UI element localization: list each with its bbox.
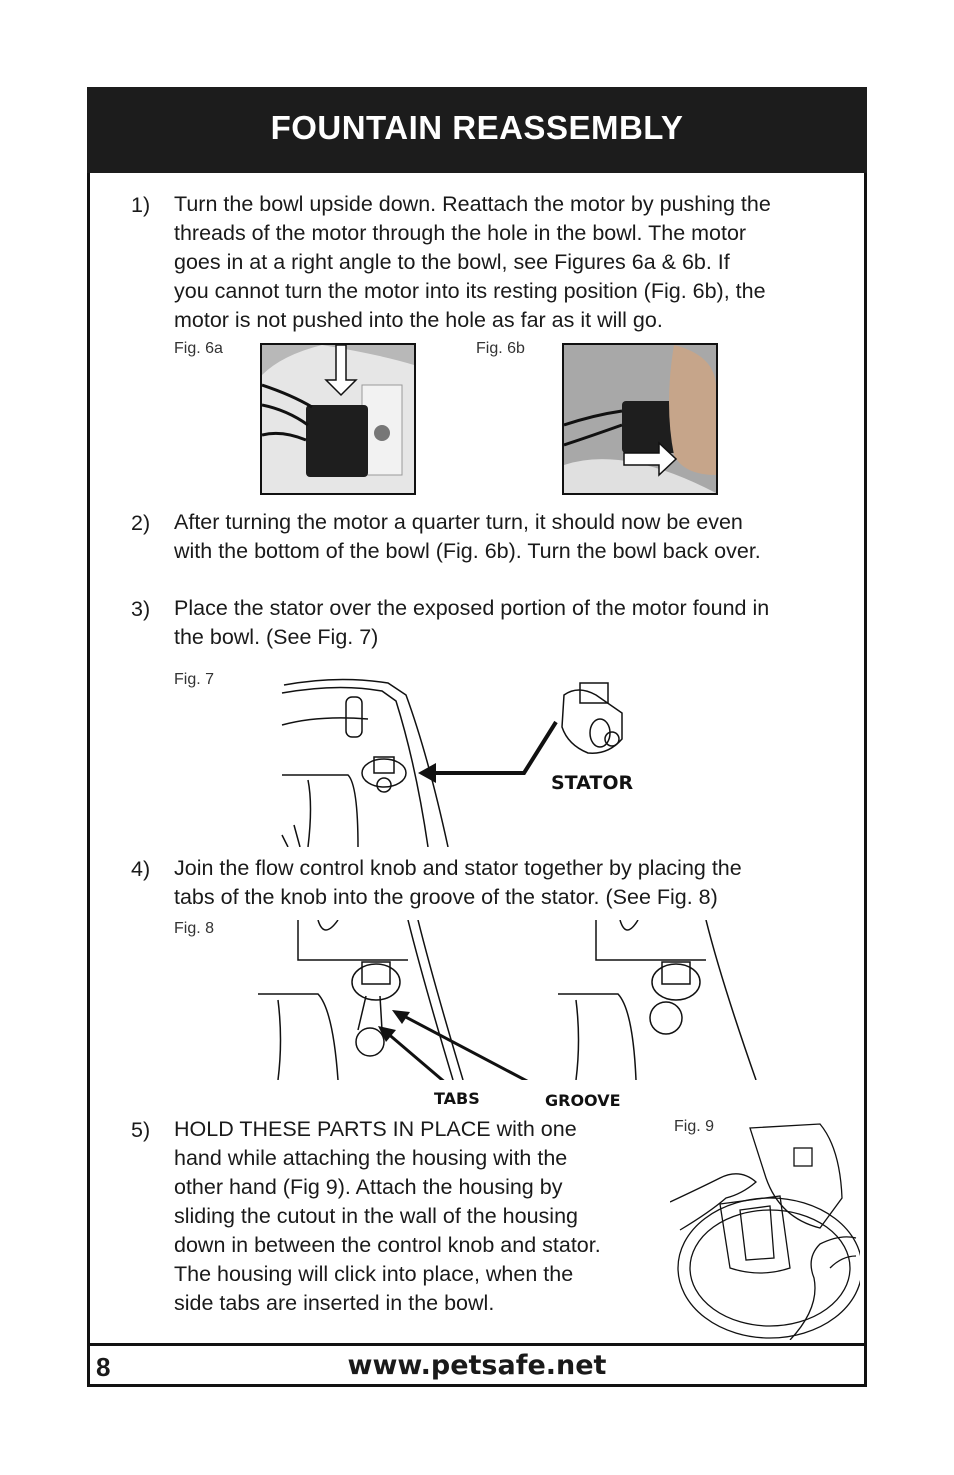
fig-6b-photo: [562, 343, 718, 495]
fig-7-drawing: [281, 678, 623, 847]
step-3-number: 3): [131, 597, 151, 621]
step-3-line-2: the bowl. (See Fig. 7): [174, 625, 379, 649]
footer-divider: [87, 1343, 867, 1346]
step-3-line-1: Place the stator over the exposed portio…: [174, 596, 770, 620]
step-4-text: Join the flow control knob and stator to…: [174, 854, 850, 912]
section-header: FOUNTAIN REASSEMBLY: [87, 87, 867, 173]
fig-6b-label: Fig. 6b: [476, 340, 525, 357]
tabs-callout: TABS: [434, 1089, 480, 1108]
step-2-text: After turning the motor a quarter turn, …: [174, 508, 850, 566]
page-number: 8: [96, 1352, 111, 1382]
step-5-line-6: The housing will click into place, when …: [174, 1262, 574, 1286]
step-1-text: Turn the bowl upside down. Reattach the …: [174, 190, 850, 335]
step-5-line-5: down in between the control knob and sta…: [174, 1233, 601, 1257]
stator-callout: STATOR: [551, 772, 634, 794]
fig-8-drawing: [258, 920, 757, 1080]
step-5-line-4: sliding the cutout in the wall of the ho…: [174, 1204, 578, 1228]
fig-6a-label: Fig. 6a: [174, 340, 223, 357]
step-5-line-2: hand while attaching the housing with th…: [174, 1146, 568, 1170]
fig-8-label: Fig. 8: [174, 920, 215, 937]
fig-6a-photo: [260, 343, 416, 495]
step-1-line-2: threads of the motor through the hole in…: [174, 221, 747, 245]
step-2-line-1: After turning the motor a quarter turn, …: [174, 510, 743, 534]
step-1-line-4: you cannot turn the motor into its resti…: [174, 279, 766, 303]
step-5-line-1: HOLD THESE PARTS IN PLACE with one: [174, 1117, 577, 1141]
step-1-line-5: motor is not pushed into the hole as far…: [174, 308, 663, 332]
fig-7-label: Fig. 7: [174, 671, 215, 688]
step-1-number: 1): [131, 193, 151, 217]
step-4-number: 4): [131, 857, 151, 881]
step-5-line-3: other hand (Fig 9). Attach the housing b…: [174, 1175, 563, 1199]
step-3-text: Place the stator over the exposed portio…: [174, 594, 850, 652]
step-4-line-2: tabs of the knob into the groove of the …: [174, 885, 718, 909]
step-4-line-1: Join the flow control knob and stator to…: [174, 856, 742, 880]
step-1-line-1: Turn the bowl upside down. Reattach the …: [174, 192, 771, 216]
step-5-text: HOLD THESE PARTS IN PLACE with one hand …: [174, 1115, 664, 1318]
step-1-line-3: goes in at a right angle to the bowl, se…: [174, 250, 730, 274]
step-2-number: 2): [131, 511, 151, 535]
page-title: FOUNTAIN REASSEMBLY: [270, 109, 684, 146]
step-5-line-7: side tabs are inserted in the bowl.: [174, 1291, 495, 1315]
fig-9-drawing: [670, 1123, 860, 1340]
fig-9-label: Fig. 9: [674, 1118, 715, 1135]
groove-callout: GROOVE: [545, 1091, 621, 1110]
footer-url: www.petsafe.net: [347, 1350, 607, 1381]
step-5-number: 5): [131, 1118, 151, 1142]
step-2-line-2: with the bottom of the bowl (Fig. 6b). T…: [174, 539, 761, 563]
